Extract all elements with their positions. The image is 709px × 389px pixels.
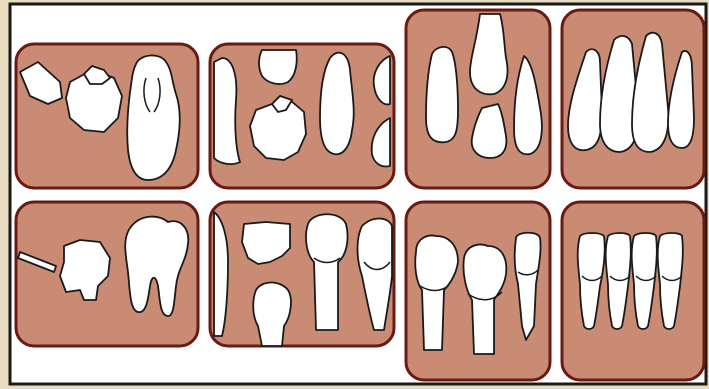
panel-bottom-2 <box>210 202 394 346</box>
panel-bottom-3 <box>406 202 550 380</box>
tooth-top-fragment <box>259 50 297 84</box>
panel-top-2 <box>210 44 394 188</box>
panel-top-3 <box>406 10 550 188</box>
panel-top-4 <box>562 10 704 188</box>
canine <box>320 53 354 155</box>
panel-bottom-1 <box>16 202 198 346</box>
incisor-left <box>426 47 458 142</box>
molar <box>127 55 180 180</box>
panel-top-1 <box>16 44 198 188</box>
panel-bottom-4 <box>562 202 704 380</box>
